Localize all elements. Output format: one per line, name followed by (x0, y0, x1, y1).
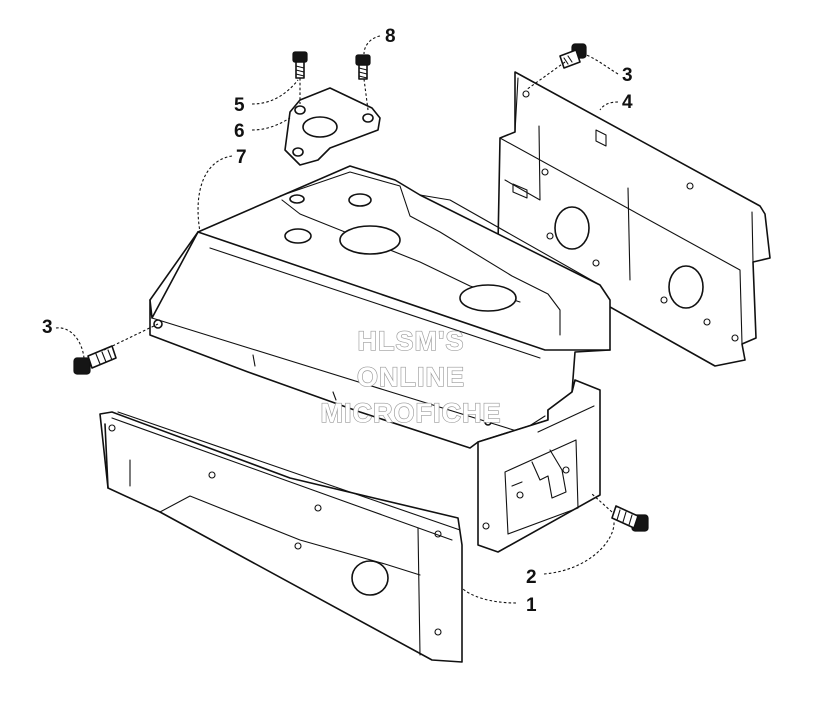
part-3-bolt-upper (559, 43, 587, 69)
leader-5 (251, 79, 299, 105)
part-6-small-bracket (284, 87, 381, 166)
part-2-bolt (611, 505, 649, 532)
part-8-bolt (355, 54, 371, 80)
leader-4 (599, 101, 619, 111)
side-bracket (477, 379, 601, 553)
part-1-lower-plate (99, 411, 463, 663)
callout-6: 6 (234, 121, 245, 142)
callout-3-upper: 3 (622, 65, 633, 86)
part-3-bolt-left (73, 345, 117, 375)
watermark: HLSM'S ONLINE MICROFICHE (320, 325, 502, 428)
callout-1: 1 (526, 595, 537, 616)
leader-3-bolt-to-plate (525, 61, 566, 91)
leader-1 (461, 587, 517, 604)
watermark-line-3: MICROFICHE (321, 398, 502, 428)
callout-labels: 1 2 3 3 4 5 6 7 8 (42, 26, 633, 616)
leader-8 (363, 35, 381, 55)
callout-4: 4 (622, 92, 633, 113)
watermark-line-2: ONLINE (357, 362, 465, 392)
callout-2: 2 (526, 567, 537, 588)
callout-5: 5 (234, 95, 245, 116)
leader-7 (197, 155, 233, 233)
leader-8-down (363, 78, 369, 111)
leader-lines (55, 35, 619, 604)
part-7-heat-shield (149, 165, 611, 449)
leader-3-left (55, 327, 85, 359)
leader-2 (543, 521, 615, 575)
watermark-line-1: HLSM'S (358, 326, 465, 356)
leader-3-upper (583, 53, 619, 75)
callout-3-left: 3 (42, 317, 53, 338)
part-5-bolt (292, 51, 308, 79)
callout-8: 8 (385, 26, 396, 47)
leader-3-bolt-to-shield (103, 323, 159, 351)
part-4-rear-plate (497, 71, 771, 367)
callout-7: 7 (236, 147, 247, 168)
leader-6 (251, 117, 291, 131)
